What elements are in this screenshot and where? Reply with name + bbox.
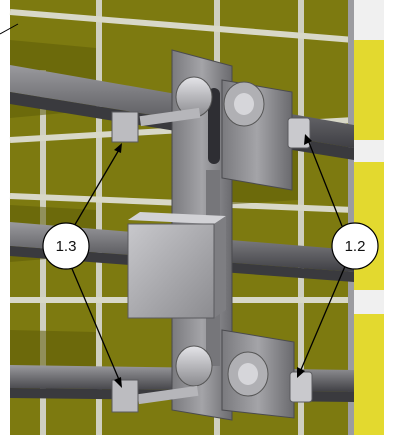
- lower-clamp: [111, 329, 313, 419]
- upper-clamp: [111, 76, 311, 191]
- callout-label-left: 1.3: [56, 238, 77, 255]
- bolt-shank: [137, 385, 199, 405]
- bolt-head-icon: [175, 345, 213, 387]
- arrowhead-icon: [297, 367, 305, 378]
- hex-bolt-icon: [289, 371, 313, 403]
- callout-1-3: 1.3: [42, 222, 90, 270]
- corner-leader-line: [0, 23, 19, 35]
- bolt-shank: [139, 107, 201, 127]
- hex-nut-icon: [111, 111, 139, 143]
- leader-1-2-lower: [299, 263, 347, 373]
- bracket-slot: [208, 88, 220, 164]
- leader-1-3-lower: [69, 263, 121, 383]
- arrowhead-icon: [114, 143, 122, 153]
- accent-strip: [348, 0, 384, 435]
- arrowhead-icon: [304, 134, 312, 145]
- leader-lines: [69, 134, 347, 388]
- callout-label-right: 1.2: [345, 238, 366, 255]
- leader-1-2-upper: [307, 139, 343, 227]
- hex-nut-icon: [111, 379, 139, 413]
- callout-1-2: 1.2: [331, 222, 379, 270]
- leader-1-3-upper: [72, 147, 121, 229]
- arrowhead-icon: [114, 377, 122, 388]
- center-block: [127, 212, 226, 319]
